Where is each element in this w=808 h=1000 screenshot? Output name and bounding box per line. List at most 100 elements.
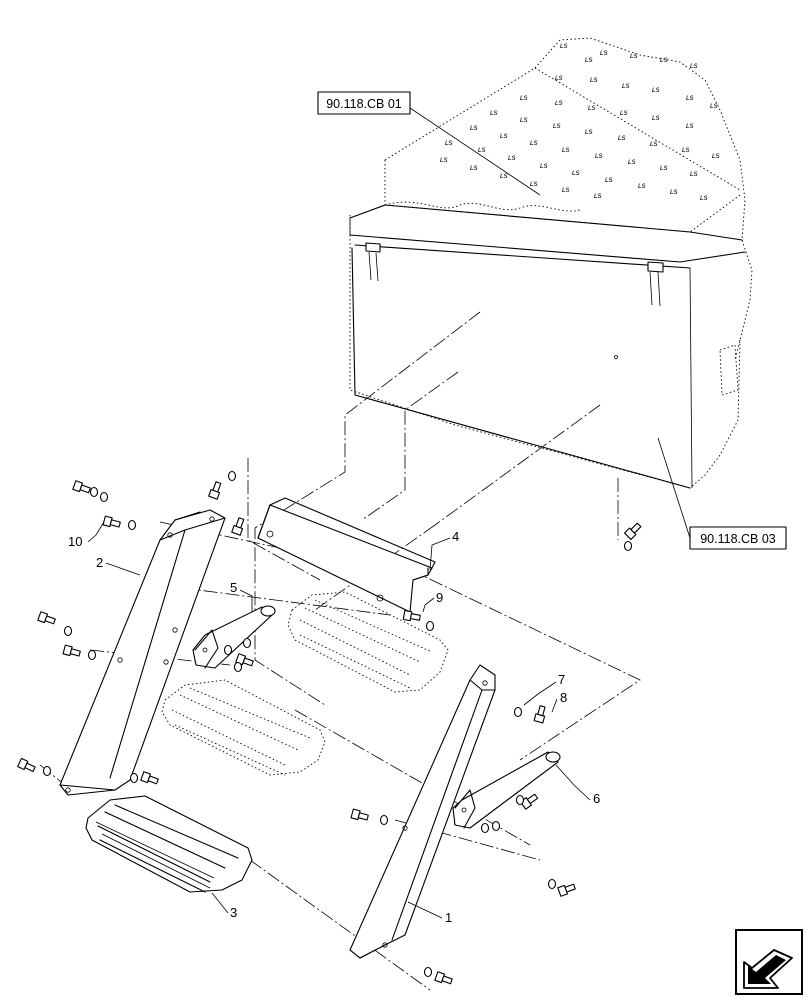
tread-mark: ʟѕ — [588, 103, 596, 112]
tread-mark: ʟѕ — [682, 145, 690, 154]
tread-mark: ʟѕ — [690, 169, 698, 178]
washer — [127, 519, 137, 531]
tread-mark: ʟѕ — [618, 133, 626, 142]
bolt — [62, 644, 81, 657]
callout-8: 8 — [560, 690, 567, 705]
washer — [99, 491, 109, 503]
tread-mark: ʟѕ — [652, 113, 660, 122]
tread-mark: ʟѕ — [500, 171, 508, 180]
tread-mark: ʟѕ — [553, 121, 561, 130]
tread-mark: ʟѕ — [630, 51, 638, 60]
tread-mark: ʟѕ — [508, 153, 516, 162]
callout-10: 10 — [68, 534, 82, 549]
tread-mark: ʟѕ — [560, 41, 568, 50]
middle-step-dotted — [161, 679, 326, 776]
tread-mark: ʟѕ — [628, 157, 636, 166]
tread-mark: ʟѕ — [572, 168, 580, 177]
arm-part-5[interactable] — [192, 605, 276, 669]
tread-mark: ʟѕ — [540, 161, 548, 170]
tread-mark: ʟѕ — [650, 139, 658, 148]
tread-mark: ʟѕ — [478, 145, 486, 154]
bolt — [208, 481, 222, 500]
callout-7: 7 — [558, 672, 565, 687]
tread-mark: ʟѕ — [562, 185, 570, 194]
washer — [89, 486, 99, 498]
rail-part-1[interactable] — [349, 664, 496, 959]
tread-mark: ʟѕ — [520, 93, 528, 102]
tread-mark: ʟѕ — [700, 193, 708, 202]
tread-mark: ʟѕ — [690, 61, 698, 70]
callouts: 1 2 3 4 5 6 7 8 9 10 — [68, 521, 600, 925]
bolt — [434, 971, 453, 985]
washer — [423, 966, 433, 978]
tread-mark: ʟѕ — [686, 93, 694, 102]
tread-mark: ʟѕ — [585, 55, 593, 64]
washer — [491, 820, 501, 832]
tread-mark: ʟѕ — [530, 138, 538, 147]
tread-mark: ʟѕ — [595, 151, 603, 160]
callout-4: 4 — [452, 529, 459, 544]
washer — [87, 649, 97, 661]
tread-mark: ʟѕ — [710, 101, 718, 110]
tread-mark: ʟѕ — [555, 73, 563, 82]
bolt — [37, 611, 56, 625]
washer — [42, 765, 52, 777]
reference-top-label: 90.118.CB 01 — [326, 97, 402, 111]
tread-mark: ʟѕ — [600, 48, 608, 57]
washer — [129, 772, 139, 784]
washer — [513, 706, 523, 718]
reference-box-right[interactable]: 90.118.CB 03 — [657, 437, 787, 550]
washer — [242, 637, 252, 649]
washer — [515, 794, 525, 806]
reference-box-top[interactable]: 90.118.CB 01 — [317, 91, 541, 196]
tread-mark: ʟѕ — [445, 138, 453, 147]
washer — [63, 625, 73, 637]
rail-part-2[interactable] — [59, 509, 226, 796]
washer — [547, 878, 557, 890]
tread-mark: ʟѕ — [660, 163, 668, 172]
tread-mark: ʟѕ — [555, 98, 563, 107]
bracket-part-4[interactable] — [257, 497, 436, 613]
arm-part-6[interactable] — [452, 751, 561, 829]
bolt — [102, 515, 121, 528]
callout-9: 9 — [436, 590, 443, 605]
bolt — [402, 609, 421, 622]
washer — [227, 470, 237, 482]
washer — [425, 620, 435, 632]
bolt — [557, 883, 576, 897]
tread-mark: ʟѕ — [470, 163, 478, 172]
tread-mark: ʟѕ — [530, 179, 538, 188]
callout-5: 5 — [230, 580, 237, 595]
callout-6: 6 — [593, 791, 600, 806]
tread-mark: ʟѕ — [686, 121, 694, 130]
tread-mark: ʟѕ — [470, 123, 478, 132]
bolt — [533, 705, 546, 724]
washer — [480, 822, 490, 834]
bolt — [72, 480, 91, 494]
bolt — [17, 757, 36, 773]
tread-mark: ʟѕ — [590, 75, 598, 84]
tread-mark: ʟѕ — [562, 145, 570, 154]
tread-mark: ʟѕ — [500, 131, 508, 140]
callout-1: 1 — [445, 910, 452, 925]
tread-mark: ʟѕ — [585, 127, 593, 136]
tread-mark: ʟѕ — [638, 181, 646, 190]
hardware — [17, 470, 642, 985]
step-part-3[interactable] — [85, 795, 253, 893]
bolt — [624, 522, 642, 540]
tread-mark: ʟѕ — [712, 151, 720, 160]
tread-mark: ʟѕ — [594, 191, 602, 200]
tread-mark: ʟѕ — [622, 81, 630, 90]
arrow-icon[interactable] — [735, 929, 803, 995]
washer — [223, 644, 233, 656]
washer — [623, 540, 633, 552]
bolt — [231, 517, 245, 536]
tread-mark: ʟѕ — [440, 155, 448, 164]
tread-mark: ʟѕ — [660, 55, 668, 64]
callout-2: 2 — [96, 555, 103, 570]
tread-mark: ʟѕ — [520, 115, 528, 124]
washer — [233, 661, 243, 673]
